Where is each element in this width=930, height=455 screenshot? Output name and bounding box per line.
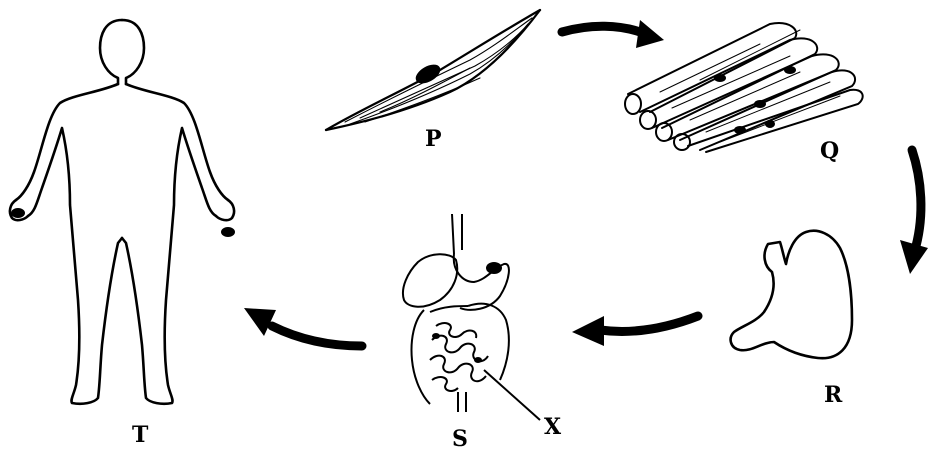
muscle-tissue-figure — [625, 23, 863, 152]
label-s: S — [452, 426, 468, 450]
hand-shading — [11, 208, 235, 237]
pointer-line-x — [484, 370, 540, 420]
label-t: T — [132, 422, 149, 448]
digestive-system-figure — [403, 214, 509, 412]
muscle-cell-figure — [326, 10, 540, 130]
label-q: Q — [820, 138, 839, 164]
digestive-dark-marks — [432, 262, 502, 363]
arrow-s-to-t — [244, 308, 362, 346]
label-x: X — [544, 414, 562, 440]
arrow-r-to-s — [572, 316, 698, 346]
label-r: R — [824, 382, 843, 408]
label-p: P — [425, 126, 442, 152]
human-body-figure — [10, 20, 234, 404]
arrow-q-to-r — [900, 150, 928, 274]
arrow-p-to-q — [562, 20, 664, 48]
stomach-organ-figure — [731, 231, 852, 358]
